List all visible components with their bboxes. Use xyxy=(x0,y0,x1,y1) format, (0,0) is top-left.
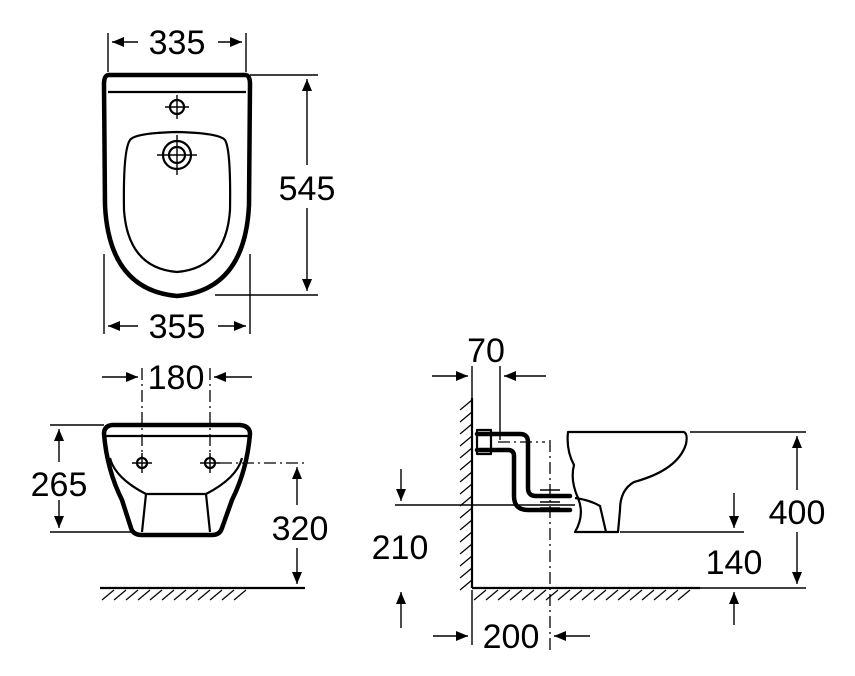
dim-180: 180 xyxy=(148,359,205,397)
dim-545: 545 xyxy=(279,170,336,208)
fixing-hole-left-icon xyxy=(132,453,152,473)
dim-140: 140 xyxy=(706,544,763,582)
side-view: 70 210 200 140 400 xyxy=(372,332,826,656)
side-view-outline xyxy=(566,430,688,534)
top-view-bowl xyxy=(122,130,232,274)
tap-hole-icon xyxy=(165,95,189,119)
dim-265: 265 xyxy=(31,466,88,504)
dim-355: 355 xyxy=(149,308,206,346)
front-view-outline xyxy=(101,422,253,538)
dim-200: 200 xyxy=(483,618,540,656)
top-view-outline xyxy=(101,72,253,299)
dim-210: 210 xyxy=(372,529,429,567)
dim-335: 335 xyxy=(149,24,206,62)
front-view: 180 265 320 xyxy=(31,359,329,601)
dim-70: 70 xyxy=(467,332,505,370)
waste-pipe xyxy=(474,428,573,513)
dim-320: 320 xyxy=(272,510,329,548)
fixing-hole-right-icon xyxy=(200,453,220,473)
top-view: 335 355 545 xyxy=(101,24,336,346)
drain-hole-icon xyxy=(157,135,197,175)
dim-400: 400 xyxy=(769,494,826,532)
